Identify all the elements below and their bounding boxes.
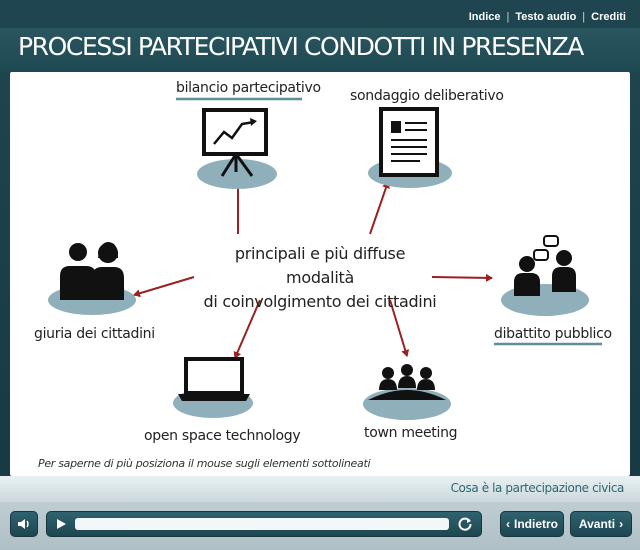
credits-link[interactable]: Crediti [591, 11, 626, 23]
replay-icon[interactable] [457, 516, 473, 532]
dibattito-icon[interactable] [501, 235, 589, 316]
title-bar: PROCESSI PARTECIPATIVI CONDOTTI IN PRESE… [0, 28, 640, 72]
center-line-2: di coinvolgimento dei cittadini [203, 292, 437, 311]
play-icon[interactable] [55, 518, 67, 530]
bilancio-icon[interactable] [197, 108, 277, 189]
arrow-to-giuria [133, 276, 195, 298]
bilancio-label[interactable]: bilancio partecipativo [176, 80, 321, 96]
arrow-to-townmeeting [389, 299, 410, 357]
center-line-1: principali e più diffuse modalità [234, 244, 406, 287]
audio-player [46, 511, 482, 537]
hint-text: Per saperne di più posiziona il mouse su… [38, 457, 371, 470]
giuria-label: giuria dei cittadini [34, 326, 155, 342]
control-bar: ‹ Indietro Avanti › [0, 502, 640, 550]
sondaggio-label: sondaggio deliberativo [350, 88, 504, 104]
audio-text-link[interactable]: Testo audio [515, 11, 577, 23]
separator: | [582, 11, 586, 23]
progress-track[interactable] [75, 518, 449, 530]
next-label: Avanti [578, 517, 616, 531]
openspace-label: open space technology [144, 428, 301, 444]
back-button[interactable]: ‹ Indietro [500, 511, 564, 537]
partecipazione-civica-link[interactable]: Cosa è la partecipazione civica [450, 481, 625, 495]
arrow-to-openspace [233, 299, 261, 359]
audio-button[interactable] [10, 511, 38, 537]
sub-bar: Cosa è la partecipazione civica [0, 476, 640, 502]
index-link[interactable]: Indice [468, 11, 501, 23]
content-area: bilancio partecipativo sondaggio deliber… [10, 72, 630, 476]
arrow-to-sondaggio [369, 181, 390, 235]
top-navigation: Indice | Testo audio | Crediti [469, 8, 626, 26]
sondaggio-icon[interactable] [368, 107, 452, 188]
next-button[interactable]: Avanti › [570, 511, 632, 537]
townmeeting-icon[interactable] [363, 364, 451, 420]
center-text: principali e più diffuse modalità di coi… [200, 242, 440, 314]
arrow-to-dibattito [431, 273, 493, 282]
speaker-icon [18, 519, 29, 529]
chevron-left-icon: ‹ [506, 517, 510, 531]
diagram-canvas [48, 97, 602, 420]
chevron-right-icon: › [619, 517, 624, 531]
giuria-icon[interactable] [48, 242, 136, 315]
dibattito-label[interactable]: dibattito pubblico [494, 326, 612, 342]
page-title: PROCESSI PARTECIPATIVI CONDOTTI IN PRESE… [18, 32, 584, 61]
separator: | [506, 11, 510, 23]
townmeeting-label: town meeting [364, 425, 458, 441]
openspace-icon[interactable] [173, 357, 253, 418]
back-label: Indietro [514, 517, 558, 531]
